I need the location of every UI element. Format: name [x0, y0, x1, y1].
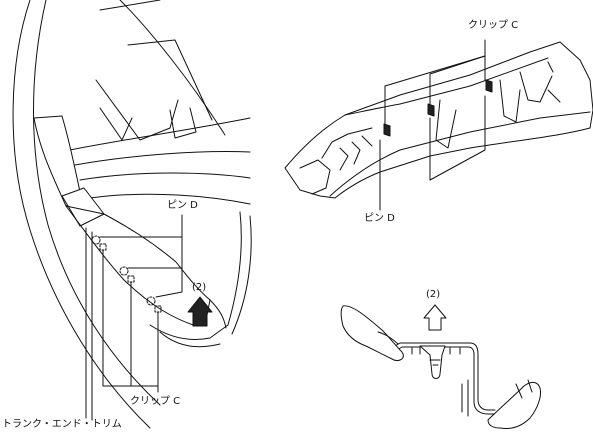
- clip-c-3: [485, 79, 493, 93]
- flange: [321, 127, 373, 159]
- trim-panel-outline: [284, 41, 593, 199]
- up-arrow-icon: [187, 296, 213, 327]
- clip-body: [419, 345, 446, 379]
- trunk-lid-edge: [119, 0, 226, 136]
- clip-removal-detail: [340, 304, 541, 429]
- clip-c-leader-b: [429, 55, 486, 105]
- rib-lines: [339, 135, 373, 171]
- trim-tail: [461, 379, 469, 417]
- sill-inner-curve: [159, 331, 221, 348]
- hand-right-fingers: [515, 379, 533, 399]
- hand-icon-left: [340, 305, 404, 361]
- hand-left-finger: [377, 331, 399, 345]
- clip-c-marker-1: [99, 243, 107, 251]
- trim-profile-inner: [387, 346, 496, 415]
- latch: [169, 107, 197, 139]
- mount-boss-right: [499, 79, 521, 123]
- clip-c-marker-2: [127, 275, 135, 283]
- rear-pocket: [519, 71, 553, 103]
- clip-c-1: [383, 123, 391, 137]
- trunk-side-curve: [227, 211, 242, 326]
- trim-profile-outer: [384, 342, 496, 411]
- floor-mid-line: [79, 172, 251, 181]
- label-clip-c-left: クリップ C: [130, 396, 181, 407]
- label-step-right: (2): [426, 289, 441, 300]
- left-trunk-view: [12, 0, 252, 429]
- trim-edge: [209, 299, 227, 329]
- label-clip-c-right: クリップ C: [468, 20, 519, 31]
- pin-d-marker-3: [146, 296, 156, 306]
- trim-panel-upper-ridge: [344, 57, 549, 116]
- end-bracket: [299, 159, 331, 195]
- pocket-details: [547, 61, 561, 103]
- trim-corner-piece: [61, 187, 105, 227]
- seatback-panel: [127, 39, 213, 121]
- label-pin-d-right: ピン D: [364, 213, 395, 224]
- body-inner-curve: [33, 0, 161, 406]
- clip-c-leader-2: [130, 311, 159, 387]
- pin-d-leader-left: [99, 236, 183, 298]
- clip-c-leader-1: [102, 249, 132, 387]
- clip-c-2: [427, 103, 435, 117]
- trim-lower-panel: [65, 205, 211, 327]
- trim-ribs: [411, 347, 461, 355]
- lid-top-edge: [99, 0, 161, 11]
- trim-panel-lower-ridge: [329, 111, 591, 197]
- floor-rear-line: [74, 151, 251, 166]
- up-arrow-icon-detail: [423, 304, 447, 331]
- pin-d-marker-2: [119, 266, 129, 276]
- label-step-left: (2): [192, 282, 207, 293]
- label-pin-d-left: ピン D: [167, 200, 198, 211]
- bracket-frame: [429, 95, 486, 181]
- trunk-side-outer: [231, 215, 252, 335]
- pin-d-marker-1: [91, 235, 101, 245]
- floor-front-line: [89, 193, 251, 205]
- sill-curve: [149, 324, 229, 340]
- hand-icon-right: [487, 381, 541, 429]
- parcel-shelf: [69, 117, 251, 151]
- clip-c-leader-a: [384, 55, 486, 125]
- body-outer-curve: [12, 0, 151, 429]
- label-trunk-end-trim: トランク・エンド・トリム: [2, 419, 122, 430]
- right-trim-panel-view: [284, 39, 593, 211]
- seatback-outline: [95, 79, 179, 141]
- mount-boss-center: [435, 99, 457, 149]
- seat-shadow: [99, 107, 133, 141]
- clip-details: [429, 359, 441, 366]
